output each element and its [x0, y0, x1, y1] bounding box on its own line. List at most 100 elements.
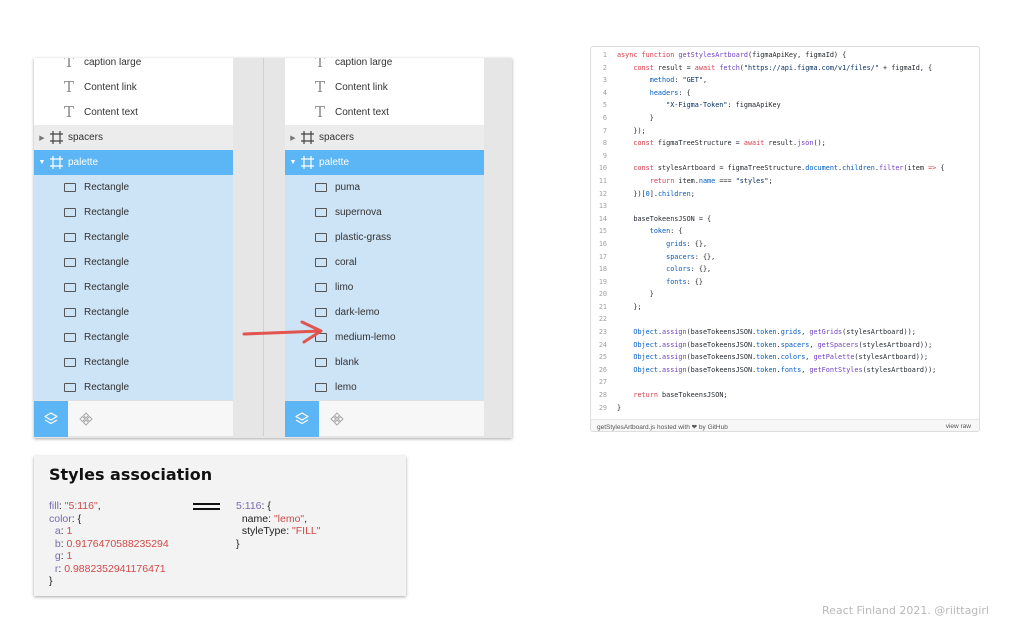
layer-label: blank — [335, 357, 359, 368]
layer-label: Content link — [84, 82, 137, 93]
layer-row-child[interactable]: blank — [285, 350, 484, 375]
line-number: 18 — [598, 265, 607, 274]
layer-label: Content text — [335, 107, 389, 118]
layer-row-child[interactable]: Rectangle — [34, 250, 233, 275]
line-code: method: "GET", — [649, 76, 708, 85]
layer-row-child[interactable]: limo — [285, 275, 484, 300]
code-line: 25 Object.assign(baseTokeensJSON.token.c… — [591, 351, 979, 364]
line-code: } — [617, 290, 654, 299]
line-code: "X-Figma-Token": figmaApiKey — [666, 101, 781, 110]
layer-row-child[interactable]: Rectangle — [34, 325, 233, 350]
layer-row-child[interactable]: Rectangle — [34, 300, 233, 325]
text-layer-icon: T — [64, 103, 75, 121]
layer-row-child[interactable]: Rectangle — [34, 275, 233, 300]
layer-row-child[interactable]: puma — [285, 175, 484, 200]
line-code: }); — [617, 126, 646, 135]
object-line: a: 1 — [49, 525, 73, 537]
layer-row-child[interactable]: Rectangle — [34, 350, 233, 375]
layer-label: Rectangle — [84, 232, 130, 243]
object-line: color: { — [49, 512, 82, 525]
layer-row-text[interactable]: T Content text — [34, 100, 233, 125]
rectangle-icon — [315, 308, 327, 317]
line-number: 1 — [602, 51, 607, 59]
layers-tab[interactable] — [34, 401, 68, 437]
text-layer-icon: T — [315, 78, 326, 96]
components-icon[interactable] — [79, 412, 93, 426]
text-layer-icon: T — [315, 58, 326, 71]
gist-footer: getStylesArtboard.js hosted with ❤ by Gi… — [591, 419, 979, 431]
layer-label: Rectangle — [84, 307, 130, 318]
line-code: })[0].children; — [617, 189, 695, 198]
caret-right-icon[interactable]: ▶ — [290, 134, 296, 142]
layer-label: limo — [335, 282, 354, 293]
layer-row-group-palette[interactable]: ▼ palette — [285, 150, 484, 175]
code-line: 11 return item.name === "styles"; — [591, 175, 979, 188]
layer-row-child[interactable]: coral — [285, 250, 484, 275]
panel-footer-tabs — [285, 400, 484, 437]
code-line: 22 — [591, 313, 979, 326]
line-number: 6 — [602, 113, 607, 122]
code-line: 7 }); — [591, 125, 979, 138]
object-line: fill: "5:116", — [49, 500, 101, 512]
layer-row-child[interactable]: Rectangle — [34, 375, 233, 400]
rectangle-icon — [64, 183, 76, 192]
code-line: 10 const stylesArtboard = figmaTreeStruc… — [591, 162, 979, 175]
layer-row-group-spacers[interactable]: ▶ spacers — [285, 125, 484, 150]
caret-down-icon[interactable]: ▼ — [289, 159, 297, 166]
rectangle-icon — [315, 258, 327, 267]
layers-tab[interactable] — [285, 401, 319, 437]
line-number: 29 — [598, 403, 607, 412]
layer-label: palette — [319, 157, 350, 168]
layers-icon — [295, 412, 309, 425]
layer-row-child[interactable]: supernova — [285, 200, 484, 225]
gist-footer-caption: getStylesArtboard.js hosted with ❤ by Gi… — [597, 424, 728, 431]
layer-row-group-palette[interactable]: ▼palette — [34, 150, 233, 175]
caret-down-icon[interactable]: ▼ — [38, 159, 46, 166]
line-number: 7 — [602, 126, 607, 135]
layer-row-child[interactable]: plastic-grass — [285, 225, 484, 250]
code-line: 18 colors: {}, — [591, 263, 979, 276]
layer-label: Content text — [84, 107, 138, 118]
layer-row-text[interactable]: T Content link — [34, 75, 233, 100]
layer-row-child[interactable]: Rectangle — [34, 175, 233, 200]
layer-row-text[interactable]: T Content text — [285, 100, 484, 125]
code-line: 27 — [591, 376, 979, 389]
text-layer-icon: T — [64, 58, 75, 71]
line-code: const result = await fetch("https://api.… — [633, 63, 933, 72]
layer-row-child[interactable]: lemo — [285, 375, 484, 400]
layer-row-child[interactable]: Rectangle — [34, 225, 233, 250]
line-code: return baseTokeensJSON; — [633, 391, 728, 400]
components-icon[interactable] — [330, 412, 344, 426]
layer-label: spacers — [319, 132, 355, 143]
line-code: async function getStylesArtboard(figmaAp… — [617, 51, 847, 59]
layer-label: lemo — [335, 382, 357, 393]
text-layer-icon: T — [315, 103, 326, 121]
line-code: } — [617, 113, 654, 122]
line-code: spacers: {}, — [666, 252, 716, 261]
rectangle-icon — [315, 208, 327, 217]
layer-row-child[interactable]: dark-lemo — [285, 300, 484, 325]
frame-icon — [50, 131, 63, 144]
code-line: 6 } — [591, 112, 979, 125]
layer-label: puma — [335, 182, 361, 193]
layer-row-child[interactable]: Rectangle — [34, 200, 233, 225]
frame-icon — [301, 131, 314, 144]
rectangle-icon — [64, 333, 76, 342]
layer-row-group-spacers[interactable]: ▶spacers — [34, 125, 233, 150]
line-number: 21 — [598, 302, 607, 311]
card-title: Styles association — [49, 465, 213, 484]
text-layer-icon: T — [64, 78, 75, 96]
line-code: }; — [617, 302, 642, 311]
code-line: 3 method: "GET", — [591, 74, 979, 87]
code-line: 2 const result = await fetch("https://ap… — [591, 62, 979, 75]
code-line: 26 Object.assign(baseTokeensJSON.token.f… — [591, 364, 979, 377]
rectangle-icon — [64, 308, 76, 317]
caret-right-icon[interactable]: ▶ — [39, 134, 45, 142]
view-raw-link[interactable]: view raw — [945, 423, 971, 430]
line-number: 19 — [598, 277, 607, 286]
object-line: styleType: "FILL" — [236, 525, 321, 537]
